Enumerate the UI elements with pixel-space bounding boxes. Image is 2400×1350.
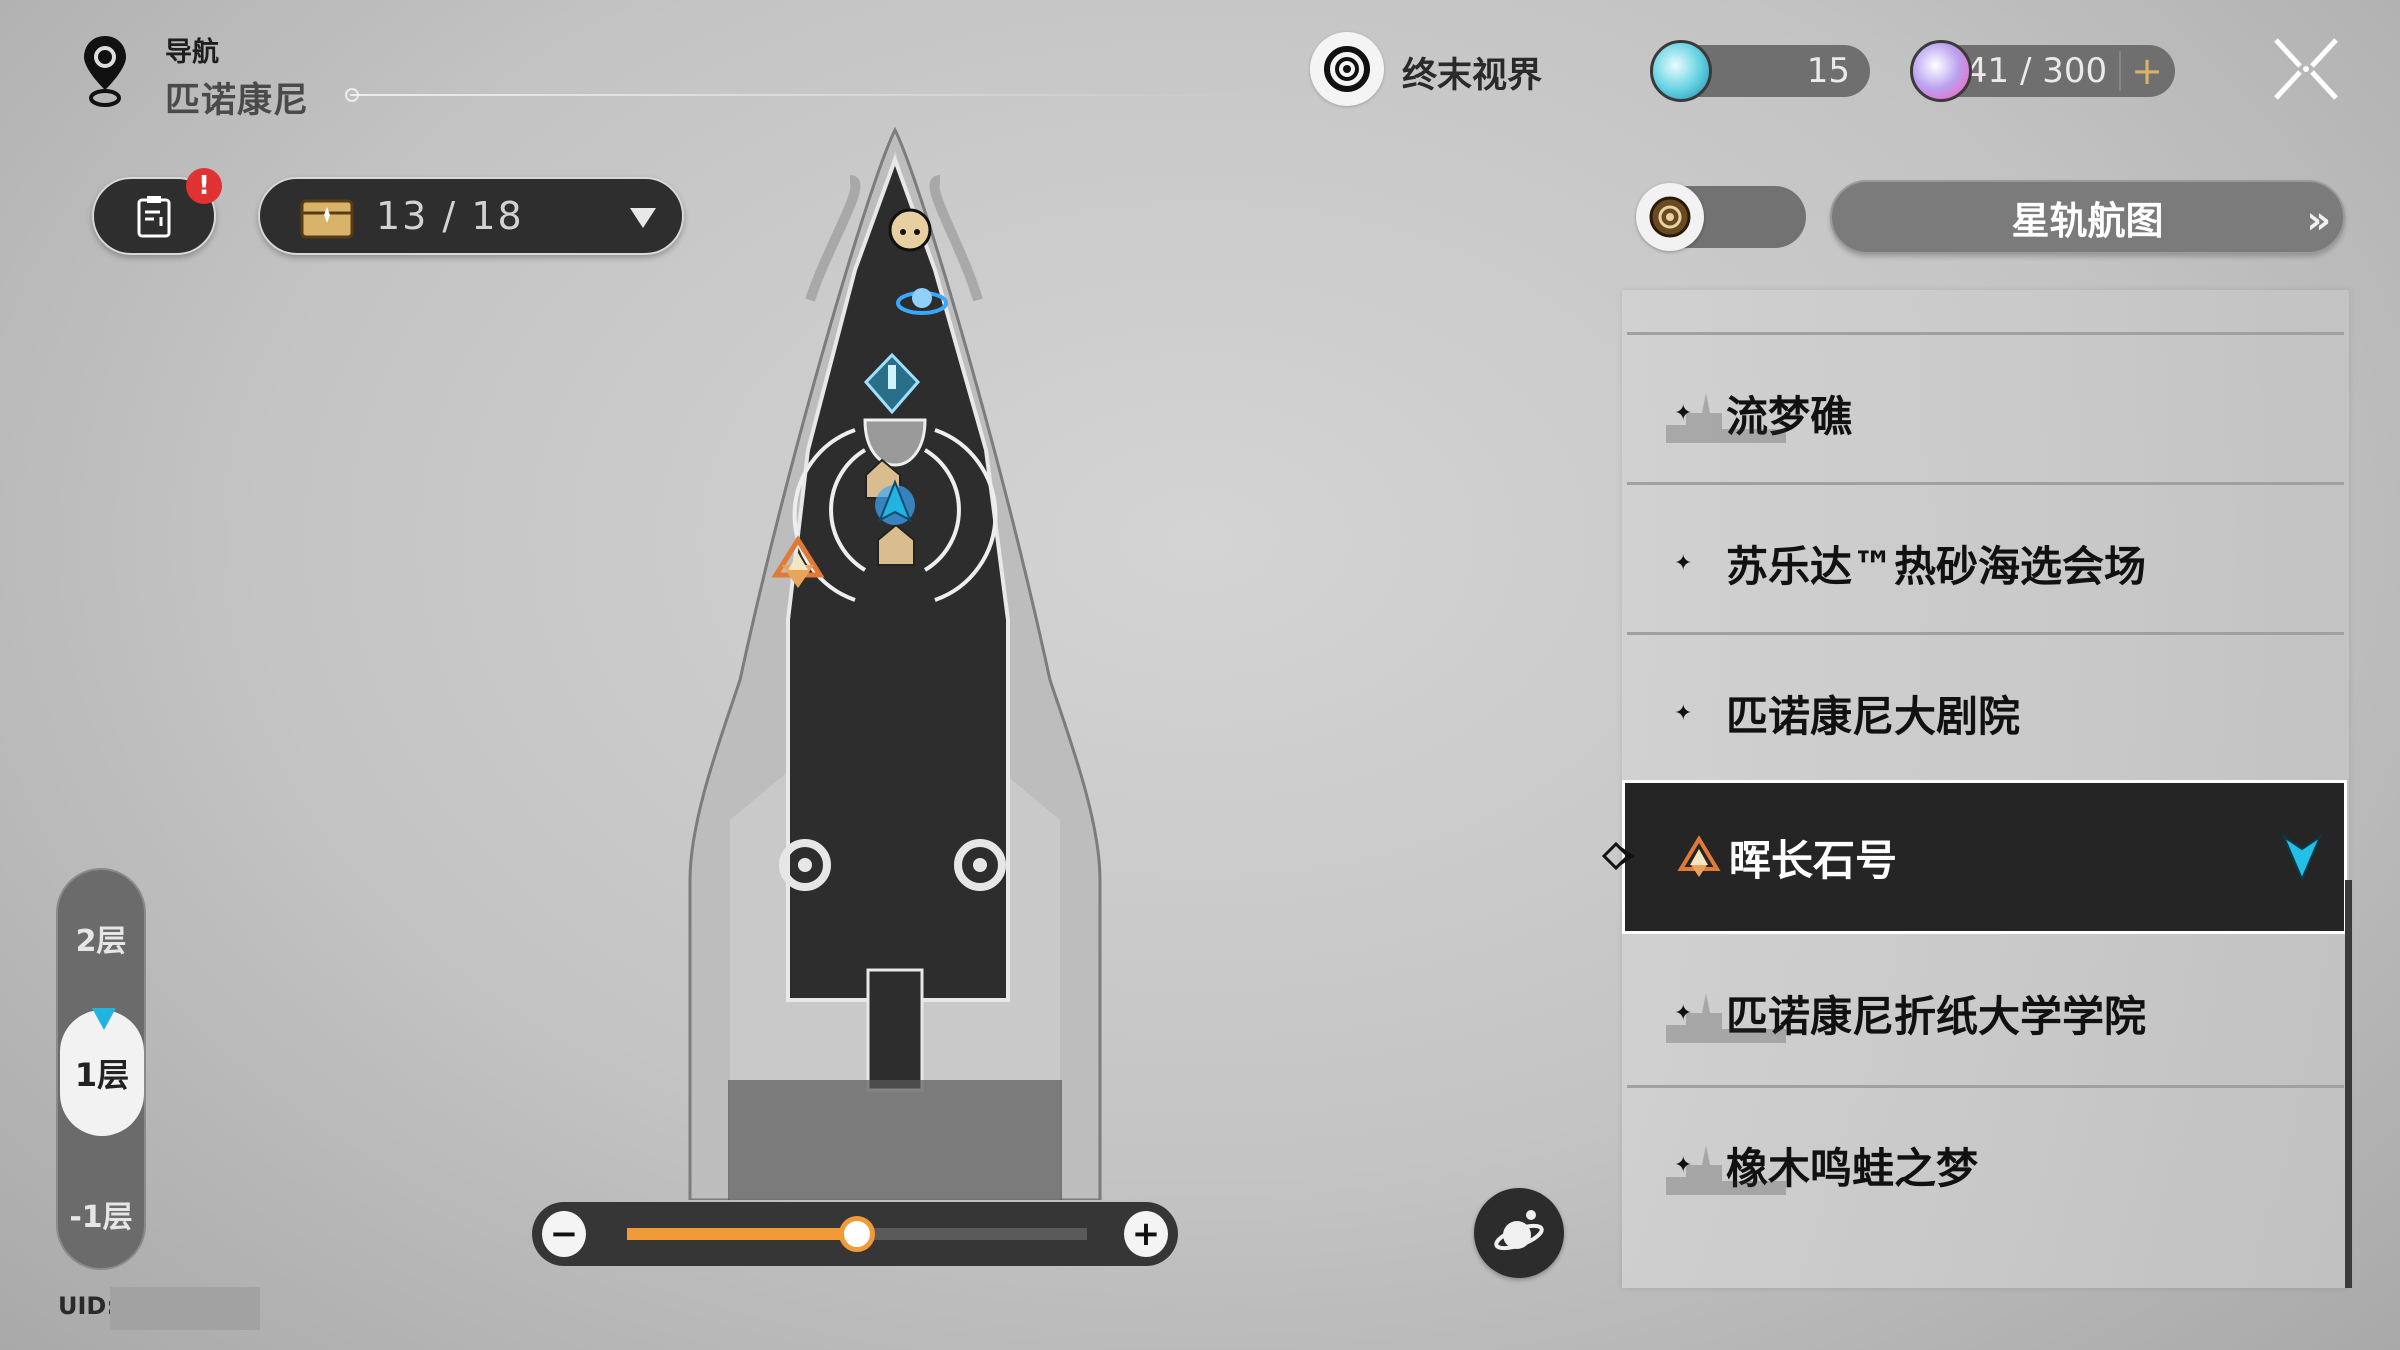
- close-icon[interactable]: [2270, 36, 2342, 102]
- player-arrow-icon: [875, 479, 915, 525]
- terminal-horizon-button[interactable]: [1310, 32, 1384, 106]
- currency-stellar-jade: 15: [1650, 40, 1870, 102]
- chest-count: 13 / 18: [376, 194, 524, 238]
- zoom-slider[interactable]: [627, 1216, 1087, 1252]
- floor-2-button[interactable]: 2层: [75, 924, 127, 959]
- uid-label: UID:: [58, 1292, 116, 1320]
- hexagram-marker-icon: [771, 535, 825, 588]
- planet-button[interactable]: [1474, 1188, 1564, 1278]
- floor-1-button[interactable]: 1层: [60, 1008, 144, 1136]
- selection-pointer-icon: [1602, 842, 1635, 870]
- ship-floor-map[interactable]: [670, 120, 1120, 1200]
- list-separator: [1627, 482, 2344, 485]
- eye-ring-icon: [1324, 46, 1370, 92]
- list-separator: [1627, 632, 2344, 635]
- bronze-eye-icon: [1649, 196, 1691, 238]
- star-marker-icon: ✦: [1674, 550, 1693, 576]
- npc-marker-icon: [888, 208, 932, 252]
- floor-1-label: 1层: [74, 1056, 130, 1094]
- star-rail-map-label: 星轨航图: [2011, 198, 2164, 243]
- list-item[interactable]: ✦ 匹诺康尼大剧院: [1622, 638, 2349, 788]
- skyline-icon: [1666, 393, 1786, 443]
- zoom-out-button[interactable]: −: [542, 1211, 586, 1257]
- shop-marker-icon: [877, 523, 915, 566]
- planet-icon: [1494, 1210, 1544, 1251]
- location-label: 晖长石号: [1729, 835, 1898, 885]
- dropdown-arrow-icon: [630, 208, 656, 228]
- list-item[interactable]: ✦ 苏乐达™热砂海选会场: [1622, 488, 2349, 638]
- location-label: 流梦礁: [1726, 391, 1853, 441]
- add-power-button[interactable]: +: [2119, 51, 2163, 91]
- zoom-control: − +: [532, 1202, 1178, 1266]
- treasure-chest-dropdown[interactable]: 13 / 18: [258, 177, 684, 255]
- list-item-selected[interactable]: 晖长石号: [1622, 780, 2347, 934]
- uid-value-masked: [110, 1287, 260, 1330]
- mission-marker-icon: [863, 352, 921, 415]
- list-item[interactable]: ✦ 匹诺康尼折纸大学学院: [1622, 938, 2349, 1088]
- space-anchor-icon: [896, 288, 948, 315]
- location-list[interactable]: ✦ 流梦礁 ✦ 苏乐达™热砂海选会场 ✦ 匹诺康尼大剧院 晖长石号 ✦ 匹诺康尼…: [1622, 290, 2349, 1288]
- trailblaze-power-icon: [1910, 40, 1972, 102]
- header-divider: [350, 94, 1250, 96]
- star-marker-icon: ✦: [1674, 700, 1693, 726]
- map-layer-toggle[interactable]: [1636, 183, 1806, 251]
- region-name: 匹诺康尼: [165, 81, 310, 121]
- skyline-icon: [1666, 993, 1786, 1043]
- zoom-slider-knob[interactable]: [839, 1216, 875, 1252]
- zoom-in-button[interactable]: +: [1124, 1211, 1168, 1257]
- floor-minus1-button[interactable]: -1层: [69, 1200, 133, 1235]
- list-item[interactable]: ✦ 流梦礁: [1622, 338, 2349, 488]
- list-item[interactable]: ✦ 橡木鸣蛙之梦: [1622, 1090, 2349, 1240]
- player-location-icon: [2282, 834, 2322, 881]
- list-separator: [1627, 1085, 2344, 1088]
- map-pin-icon: [84, 36, 126, 107]
- stellar-jade-value: 15: [1806, 51, 1850, 91]
- floor-selector[interactable]: 2层 1层 -1层: [56, 868, 146, 1270]
- star-marker-icon: ✦: [1674, 1000, 1693, 1026]
- trailblaze-power-value: 41 / 300: [1965, 51, 2108, 91]
- star-marker-icon: ✦: [1674, 1152, 1693, 1178]
- location-label: 匹诺康尼大剧院: [1726, 691, 2021, 741]
- terminal-horizon-label: 终末视界: [1402, 56, 1543, 96]
- list-separator: [1627, 332, 2344, 335]
- zoom-slider-fill: [627, 1228, 857, 1240]
- list-scrollbar[interactable]: [2345, 880, 2352, 1288]
- toggle-knob: [1636, 183, 1704, 251]
- star-marker-icon: ✦: [1674, 400, 1693, 426]
- treasure-chest-icon: [300, 199, 354, 239]
- clipboard-icon: [137, 196, 171, 238]
- hexagram-icon: [1677, 835, 1721, 877]
- notice-badge: !: [186, 168, 222, 204]
- currency-trailblaze-power: 41 / 300 +: [1910, 40, 2175, 102]
- nav-label: 导航: [165, 37, 219, 68]
- location-label: 匹诺康尼折纸大学学院: [1726, 991, 2147, 1041]
- stellar-jade-icon: [1650, 40, 1712, 102]
- double-chevron-icon: »: [2306, 198, 2330, 242]
- star-rail-map-button[interactable]: 星轨航图 »: [1830, 180, 2345, 254]
- location-label: 橡木鸣蛙之梦: [1726, 1143, 1979, 1193]
- location-label: 苏乐达™热砂海选会场: [1726, 541, 2147, 591]
- skyline-icon: [1666, 1145, 1786, 1195]
- current-floor-arrow-icon: [92, 1008, 116, 1030]
